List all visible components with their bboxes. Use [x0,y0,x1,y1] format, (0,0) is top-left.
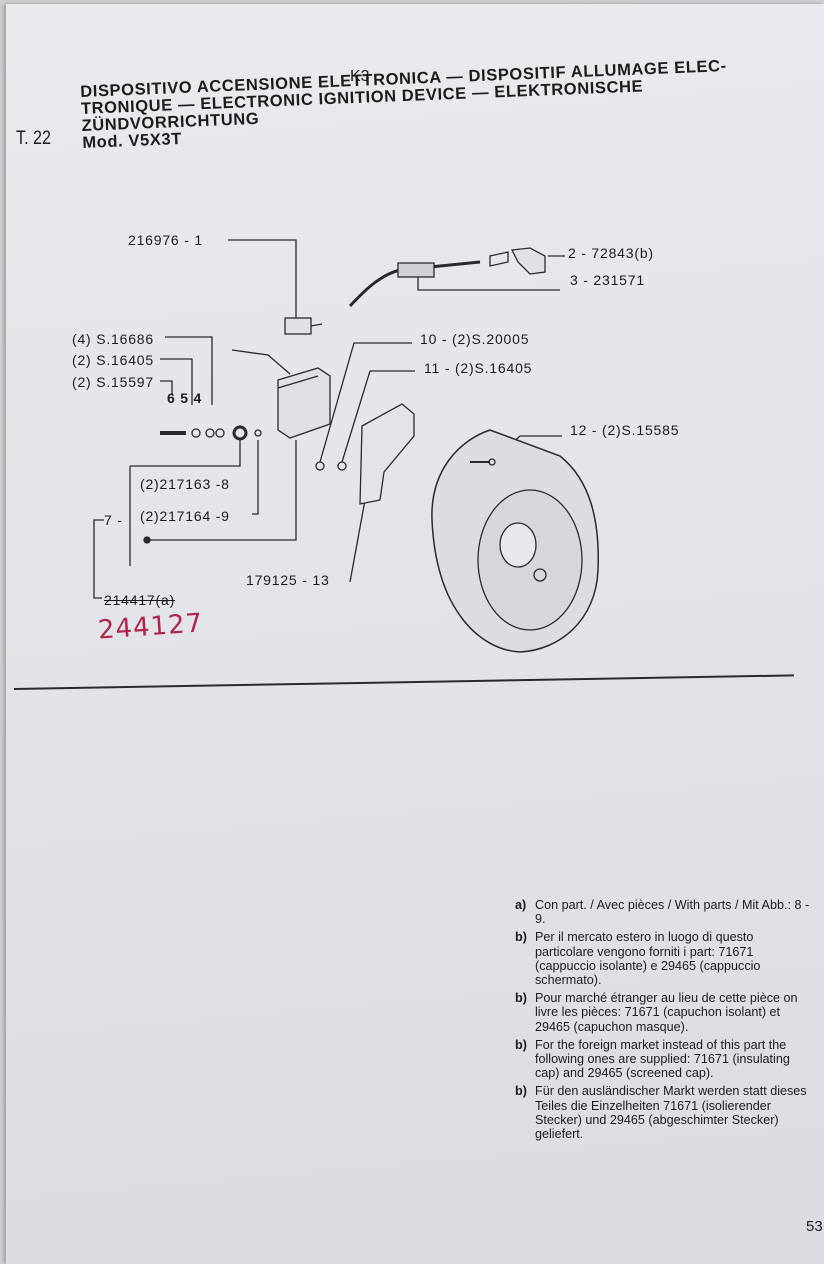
label-part-1: 216976 - 1 [128,232,203,248]
bracket-7b [93,519,104,599]
label-part-8: (2)217163 -8 [140,476,230,492]
table-number: T. 22 [16,128,52,149]
label-part-5: (2) S.16405 [72,352,154,368]
part-7-dot [143,536,151,544]
connector-1 [284,317,312,335]
footnote-b-de: b)Für den ausländischer Markt werden sta… [515,1084,807,1142]
bushing-8 [232,425,248,441]
label-part-13: 179125 - 13 [246,572,330,588]
leader-7-body [150,440,297,541]
module-wire [231,349,291,375]
label-part-10: 10 - (2)S.20005 [420,331,530,347]
cable-tip [489,251,509,267]
stator-bore [499,522,537,568]
spacer-9 [254,429,262,437]
cable-sleeve [397,262,435,278]
footnote-b-en: b)For the foreign market instead of this… [515,1037,790,1081]
label-part-3: 3 - 231571 [570,272,645,288]
label-part-11: 11 - (2)S.16405 [424,360,533,376]
footnote-a: a)Con part. / Avec pièces / With parts /… [515,898,810,927]
leader-1 [228,239,297,318]
washer-11 [337,461,347,471]
leader-11 [341,370,415,463]
label-part-4: (4) S.16686 [72,331,154,347]
label-part-7: 7 - [104,512,123,528]
washer-4 [205,428,215,438]
catalog-page [6,4,824,1264]
label-index-654: 6 5 4 [167,390,203,406]
ignition-module [277,367,331,439]
label-part-6: (2) S.15597 [72,374,154,390]
label-part-12: 12 - (2)S.15585 [570,422,680,438]
label-part-2: 2 - 72843(b) [568,245,654,261]
washer-5 [191,428,201,438]
label-part-7-old: 214417(a) [104,592,176,608]
nut-10 [315,461,325,471]
leader-4 [165,336,213,405]
label-part-9: (2)217164 -9 [140,508,230,524]
page-number: 53 [806,1218,823,1235]
footnotes: a)Con part. / Avec pièces / With parts /… [515,898,815,1145]
plug-cap [511,247,546,275]
leader-10 [319,342,412,463]
section-code: K3 [350,68,370,85]
leader-6 [160,380,173,395]
bracket-13 [359,403,415,505]
leader-5 [160,358,193,405]
leader-8 [130,440,241,467]
footnote-b-it: b)Per il mercato estero in luogo di ques… [515,930,761,988]
leader-9 [252,440,259,515]
footnote-b-fr: b)Pour marché étranger au lieu de cette … [515,991,798,1034]
